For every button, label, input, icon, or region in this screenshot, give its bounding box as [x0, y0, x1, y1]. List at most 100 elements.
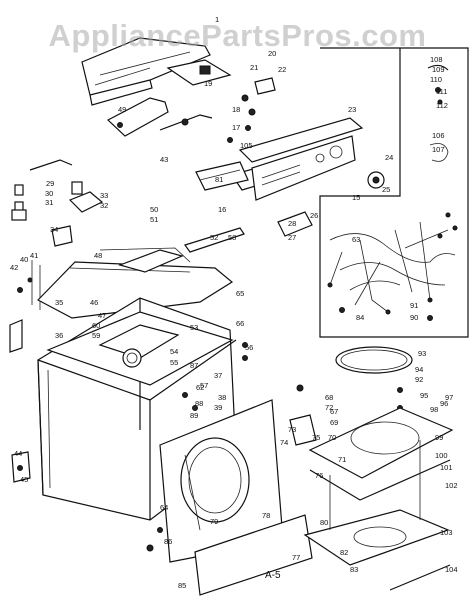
part-callout-69: 69	[330, 418, 338, 427]
part-callout-34: 34	[50, 225, 58, 234]
part-callout-36: 36	[55, 331, 63, 340]
part-callout-106: 106	[432, 131, 445, 140]
part-callout-92: 92	[415, 375, 423, 384]
part-callout-103: 103	[440, 528, 453, 537]
control-knob	[367, 171, 385, 189]
part-callout-40: 40	[20, 255, 28, 264]
part-callout-102: 102	[445, 481, 458, 490]
console-hardware	[227, 77, 276, 143]
part-callout-17: 17	[232, 123, 240, 132]
part-callout-19: 19	[204, 79, 212, 88]
part-callout-85: 85	[178, 581, 186, 590]
front-panel	[159, 399, 284, 563]
part-callout-71: 71	[338, 455, 346, 464]
control-panel	[231, 117, 364, 201]
lid-hinge	[184, 227, 245, 253]
part-callout-18: 18	[232, 105, 240, 114]
part-callout-56: 56	[245, 343, 253, 352]
part-callout-47: 47	[98, 311, 106, 320]
part-callout-62: 62	[196, 383, 204, 392]
part-callout-100: 100	[435, 451, 448, 460]
part-callout-21: 21	[250, 63, 258, 72]
part-callout-24: 24	[385, 153, 393, 162]
part-callout-93: 93	[418, 349, 426, 358]
timer-mount	[166, 59, 232, 86]
part-callout-63: 63	[352, 235, 360, 244]
part-callout-53: 53	[190, 323, 198, 332]
part-callout-74: 74	[280, 438, 288, 447]
part-callout-72: 72	[325, 403, 333, 412]
part-callout-96: 96	[440, 399, 448, 408]
part-callout-58: 58	[228, 233, 236, 242]
part-callout-68: 68	[325, 393, 333, 402]
part-callout-87: 87	[190, 361, 198, 370]
part-callout-91: 91	[410, 301, 418, 310]
part-callout-80: 80	[320, 518, 328, 527]
kick-plate	[194, 514, 313, 596]
part-callout-82: 82	[340, 548, 348, 557]
console-backguard	[81, 37, 211, 106]
dial-plate	[195, 161, 249, 191]
part-callout-1: 1	[215, 15, 219, 24]
watermark: AppliancePartsPros.com	[48, 18, 427, 53]
part-callout-65: 65	[236, 289, 244, 298]
part-callout-29: 29	[46, 179, 54, 188]
part-callout-31: 31	[45, 198, 53, 207]
part-callout-105: 105	[240, 141, 253, 150]
part-callout-101: 101	[440, 463, 453, 472]
part-callout-26: 26	[310, 211, 318, 220]
part-callout-59: 59	[92, 331, 100, 340]
part-callout-15: 15	[352, 193, 360, 202]
part-callout-52: 52	[210, 233, 218, 242]
front-fasteners	[11, 342, 317, 552]
part-callout-64: 64	[160, 503, 168, 512]
part-callout-78: 78	[262, 511, 270, 520]
part-callout-49: 49	[118, 105, 126, 114]
part-callout-73: 73	[288, 425, 296, 434]
part-callout-37: 37	[214, 371, 222, 380]
part-callout-42: 42	[10, 263, 18, 272]
part-callout-35: 35	[55, 298, 63, 307]
part-callout-28: 28	[288, 219, 296, 228]
part-callout-66: 66	[236, 319, 244, 328]
part-callout-57: 57	[200, 381, 208, 390]
switch-bracket	[106, 97, 213, 137]
part-callout-50: 50	[150, 205, 158, 214]
part-callout-33: 33	[100, 191, 108, 200]
part-callout-98: 98	[430, 405, 438, 414]
part-callout-81: 81	[215, 175, 223, 184]
part-callout-84: 84	[356, 313, 364, 322]
part-callout-51: 51	[150, 215, 158, 224]
part-callout-25: 25	[382, 185, 390, 194]
part-callout-38: 38	[218, 393, 226, 402]
part-callout-83: 83	[350, 565, 358, 574]
part-callout-107: 107	[432, 145, 445, 154]
part-callout-109: 109	[432, 65, 445, 74]
part-callout-45: 45	[20, 475, 28, 484]
part-callout-55: 55	[170, 358, 178, 367]
part-callout-110: 110	[430, 75, 442, 84]
part-callout-104: 104	[445, 565, 458, 574]
part-callout-90: 90	[410, 313, 418, 322]
left-hardware	[9, 159, 104, 353]
part-callout-99: 99	[435, 433, 443, 442]
part-callout-27: 27	[288, 233, 296, 242]
part-callout-32: 32	[100, 201, 108, 210]
part-callout-54: 54	[170, 347, 178, 356]
part-callout-48: 48	[94, 251, 102, 260]
diagram-tag: A-5	[265, 570, 281, 581]
part-callout-112: 112	[436, 101, 448, 110]
part-callout-44: 44	[14, 449, 22, 458]
cam-plate	[277, 211, 313, 237]
part-callout-79: 79	[210, 517, 218, 526]
part-callout-77: 77	[292, 553, 300, 562]
part-callout-20: 20	[268, 49, 276, 58]
part-callout-22: 22	[278, 65, 286, 74]
part-callout-67: 67	[330, 407, 338, 416]
top-cover	[37, 247, 234, 319]
part-callout-111: 111	[436, 87, 447, 96]
part-callout-70: 70	[328, 433, 336, 442]
